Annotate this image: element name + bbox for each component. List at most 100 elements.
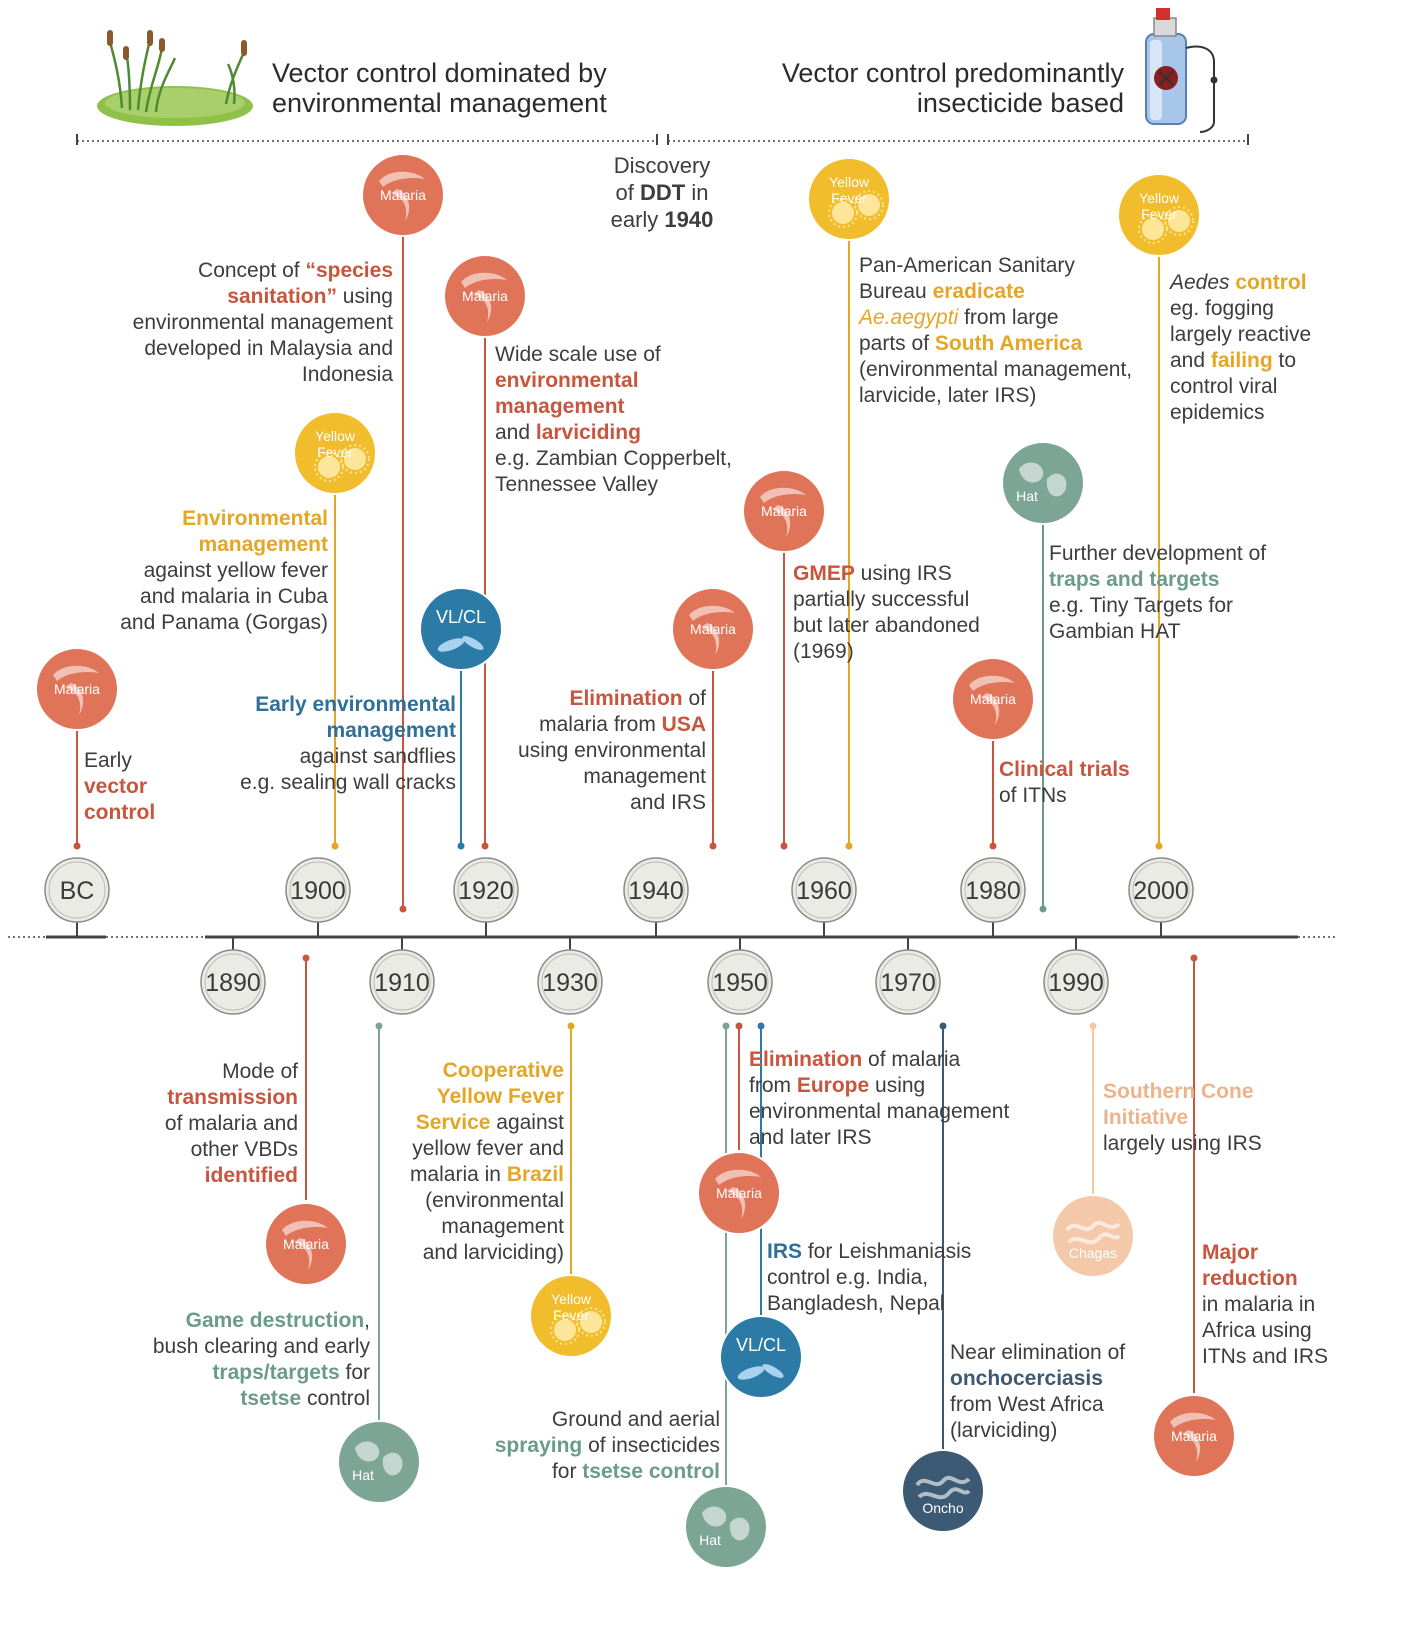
- svg-text:Malaria: Malaria: [380, 187, 426, 203]
- year-label-1890: 1890: [205, 969, 261, 997]
- header-left-title: Vector control dominated by environmenta…: [272, 58, 607, 118]
- malaria-badge-europe: Malaria: [697, 1151, 781, 1235]
- event-gmep: GMEP using IRS partially successful but …: [793, 562, 980, 663]
- svg-text:Hat: Hat: [699, 1532, 721, 1548]
- oncho-badge: Oncho: [901, 1449, 985, 1533]
- event-africa-reduction: Major reduction in malaria in Africa usi…: [1202, 1241, 1329, 1368]
- year-label-1950: 1950: [712, 969, 768, 997]
- ddt-discovery-note: Discovery of DDT in early 1940: [610, 153, 714, 232]
- malaria-badge-bc: Malaria: [35, 647, 119, 731]
- svg-text:Yellow: Yellow: [315, 428, 356, 444]
- year-marker-1930: 1930: [537, 949, 603, 1015]
- event-europe-elimination: Elimination of malaria from Europe using…: [749, 1048, 1010, 1149]
- year-marker-2000: 2000: [1128, 857, 1194, 923]
- event-southern-cone: Southern Cone Initiative largely using I…: [1103, 1080, 1262, 1155]
- svg-text:Malaria: Malaria: [761, 503, 807, 519]
- year-label-1970: 1970: [880, 969, 936, 997]
- header-bracket-right: [667, 134, 1249, 145]
- malaria-badge-usa: Malaria: [671, 587, 755, 671]
- svg-text:Malaria: Malaria: [1171, 1428, 1217, 1444]
- header-right-title: Vector control predominantly insecticide…: [700, 58, 1124, 118]
- svg-text:VL/CL: VL/CL: [736, 1335, 786, 1355]
- header-left-line1: Vector control dominated by: [272, 58, 607, 88]
- svg-text:Malaria: Malaria: [283, 1236, 329, 1252]
- connector-dots: [73, 842, 1198, 1030]
- malaria-badge-itn: Malaria: [951, 657, 1035, 741]
- header-left-line2: environmental management: [272, 88, 607, 118]
- vlcl-badge-sandflies: VL/CL: [419, 587, 503, 671]
- year-label-1930: 1930: [542, 969, 598, 997]
- event-cooperative-yf: Cooperative Yellow Fever Service against…: [409, 1059, 564, 1264]
- year-marker-1960: 1960: [791, 857, 857, 923]
- year-marker-1940: 1940: [623, 857, 689, 923]
- event-aedes-control: Aedes control eg. fogging largely reacti…: [1170, 271, 1312, 424]
- event-game-destruction: Game destruction, bush clearing and earl…: [152, 1309, 370, 1410]
- svg-text:VL/CL: VL/CL: [436, 607, 486, 627]
- svg-text:Malaria: Malaria: [970, 691, 1016, 707]
- event-paho: Pan-American Sanitary Bureau eradicate A…: [859, 254, 1133, 407]
- year-marker-bc: BC: [44, 857, 110, 923]
- event-sandflies: Early environmental management against s…: [240, 693, 456, 794]
- vlcl-badge-leish: VL/CL: [719, 1315, 803, 1399]
- malaria-badge-widescale: Malaria: [443, 254, 527, 338]
- event-gorgas: Environmental management against yellow …: [120, 507, 328, 634]
- header-bracket-left: [76, 134, 658, 145]
- svg-text:Fever: Fever: [317, 444, 353, 460]
- svg-text:Fever: Fever: [553, 1307, 589, 1323]
- svg-text:Malaria: Malaria: [716, 1185, 762, 1201]
- svg-text:Hat: Hat: [1016, 488, 1038, 504]
- year-label-1910: 1910: [374, 969, 430, 997]
- chagas-badge: Chagas: [1051, 1194, 1135, 1278]
- pond-illustration: [97, 30, 253, 126]
- svg-text:Malaria: Malaria: [54, 681, 100, 697]
- hat-badge-traps: Hat: [1001, 441, 1085, 525]
- svg-text:Fever: Fever: [1141, 206, 1177, 222]
- year-marker-1980: 1980: [960, 857, 1026, 923]
- year-label-1940: 1940: [628, 877, 684, 905]
- event-onchocerciasis: Near elimination of onchocerciasis from …: [950, 1341, 1126, 1442]
- malaria-badge-transmission: Malaria: [264, 1202, 348, 1286]
- header-right-line1: Vector control predominantly: [781, 58, 1124, 88]
- header-right-line2: insecticide based: [916, 88, 1124, 118]
- year-marker-1890: 1890: [200, 949, 266, 1015]
- year-label-1960: 1960: [796, 877, 852, 905]
- hat-badge-tsetse: Hat: [684, 1485, 768, 1569]
- year-label-1900: 1900: [290, 877, 346, 905]
- svg-text:Malaria: Malaria: [690, 621, 736, 637]
- disease-badges: Malaria Malaria Malaria Malaria Malaria …: [35, 153, 1236, 1569]
- year-markers-top: BC 1900 1920 1940 1960 1980 2000: [44, 857, 1194, 923]
- svg-text:Fever: Fever: [831, 190, 867, 206]
- year-label-bc: BC: [60, 877, 95, 905]
- svg-text:Oncho: Oncho: [922, 1500, 963, 1516]
- year-label-1920: 1920: [458, 877, 514, 905]
- svg-text:Hat: Hat: [352, 1467, 374, 1483]
- axis-ticks: [76, 921, 1162, 951]
- event-traps-targets: Further development of traps and targets…: [1049, 542, 1267, 643]
- event-wide-scale: Wide scale use of environmental manageme…: [495, 343, 732, 496]
- hat-badge-game: Hat: [337, 1420, 421, 1504]
- year-marker-1900: 1900: [285, 857, 351, 923]
- svg-text:Yellow: Yellow: [1139, 190, 1180, 206]
- year-marker-1990: 1990: [1043, 949, 1109, 1015]
- event-tsetse-spraying: Ground and aerial spraying of insecticid…: [494, 1408, 720, 1483]
- event-irs-leishmaniasis: IRS for Leishmaniasis control e.g. India…: [767, 1240, 972, 1315]
- year-label-2000: 2000: [1133, 877, 1189, 905]
- year-marker-1920: 1920: [453, 857, 519, 923]
- svg-text:Yellow: Yellow: [551, 1291, 592, 1307]
- malaria-badge-species: Malaria: [361, 153, 445, 237]
- event-itn-trials: Clinical trials of ITNs: [999, 758, 1130, 807]
- year-marker-1970: 1970: [875, 949, 941, 1015]
- event-usa-elimination: Elimination of malaria from USA using en…: [518, 687, 706, 814]
- event-transmission-identified: Mode of transmission of malaria and othe…: [164, 1060, 298, 1187]
- year-marker-1950: 1950: [707, 949, 773, 1015]
- svg-text:Chagas: Chagas: [1069, 1245, 1117, 1261]
- event-early-vector-control: Early vector control: [84, 749, 156, 824]
- year-markers-bottom: 1890 1910 1930 1950 1970 1990: [200, 949, 1109, 1015]
- event-species-sanitation: Concept of “species sanitation” using en…: [132, 259, 393, 386]
